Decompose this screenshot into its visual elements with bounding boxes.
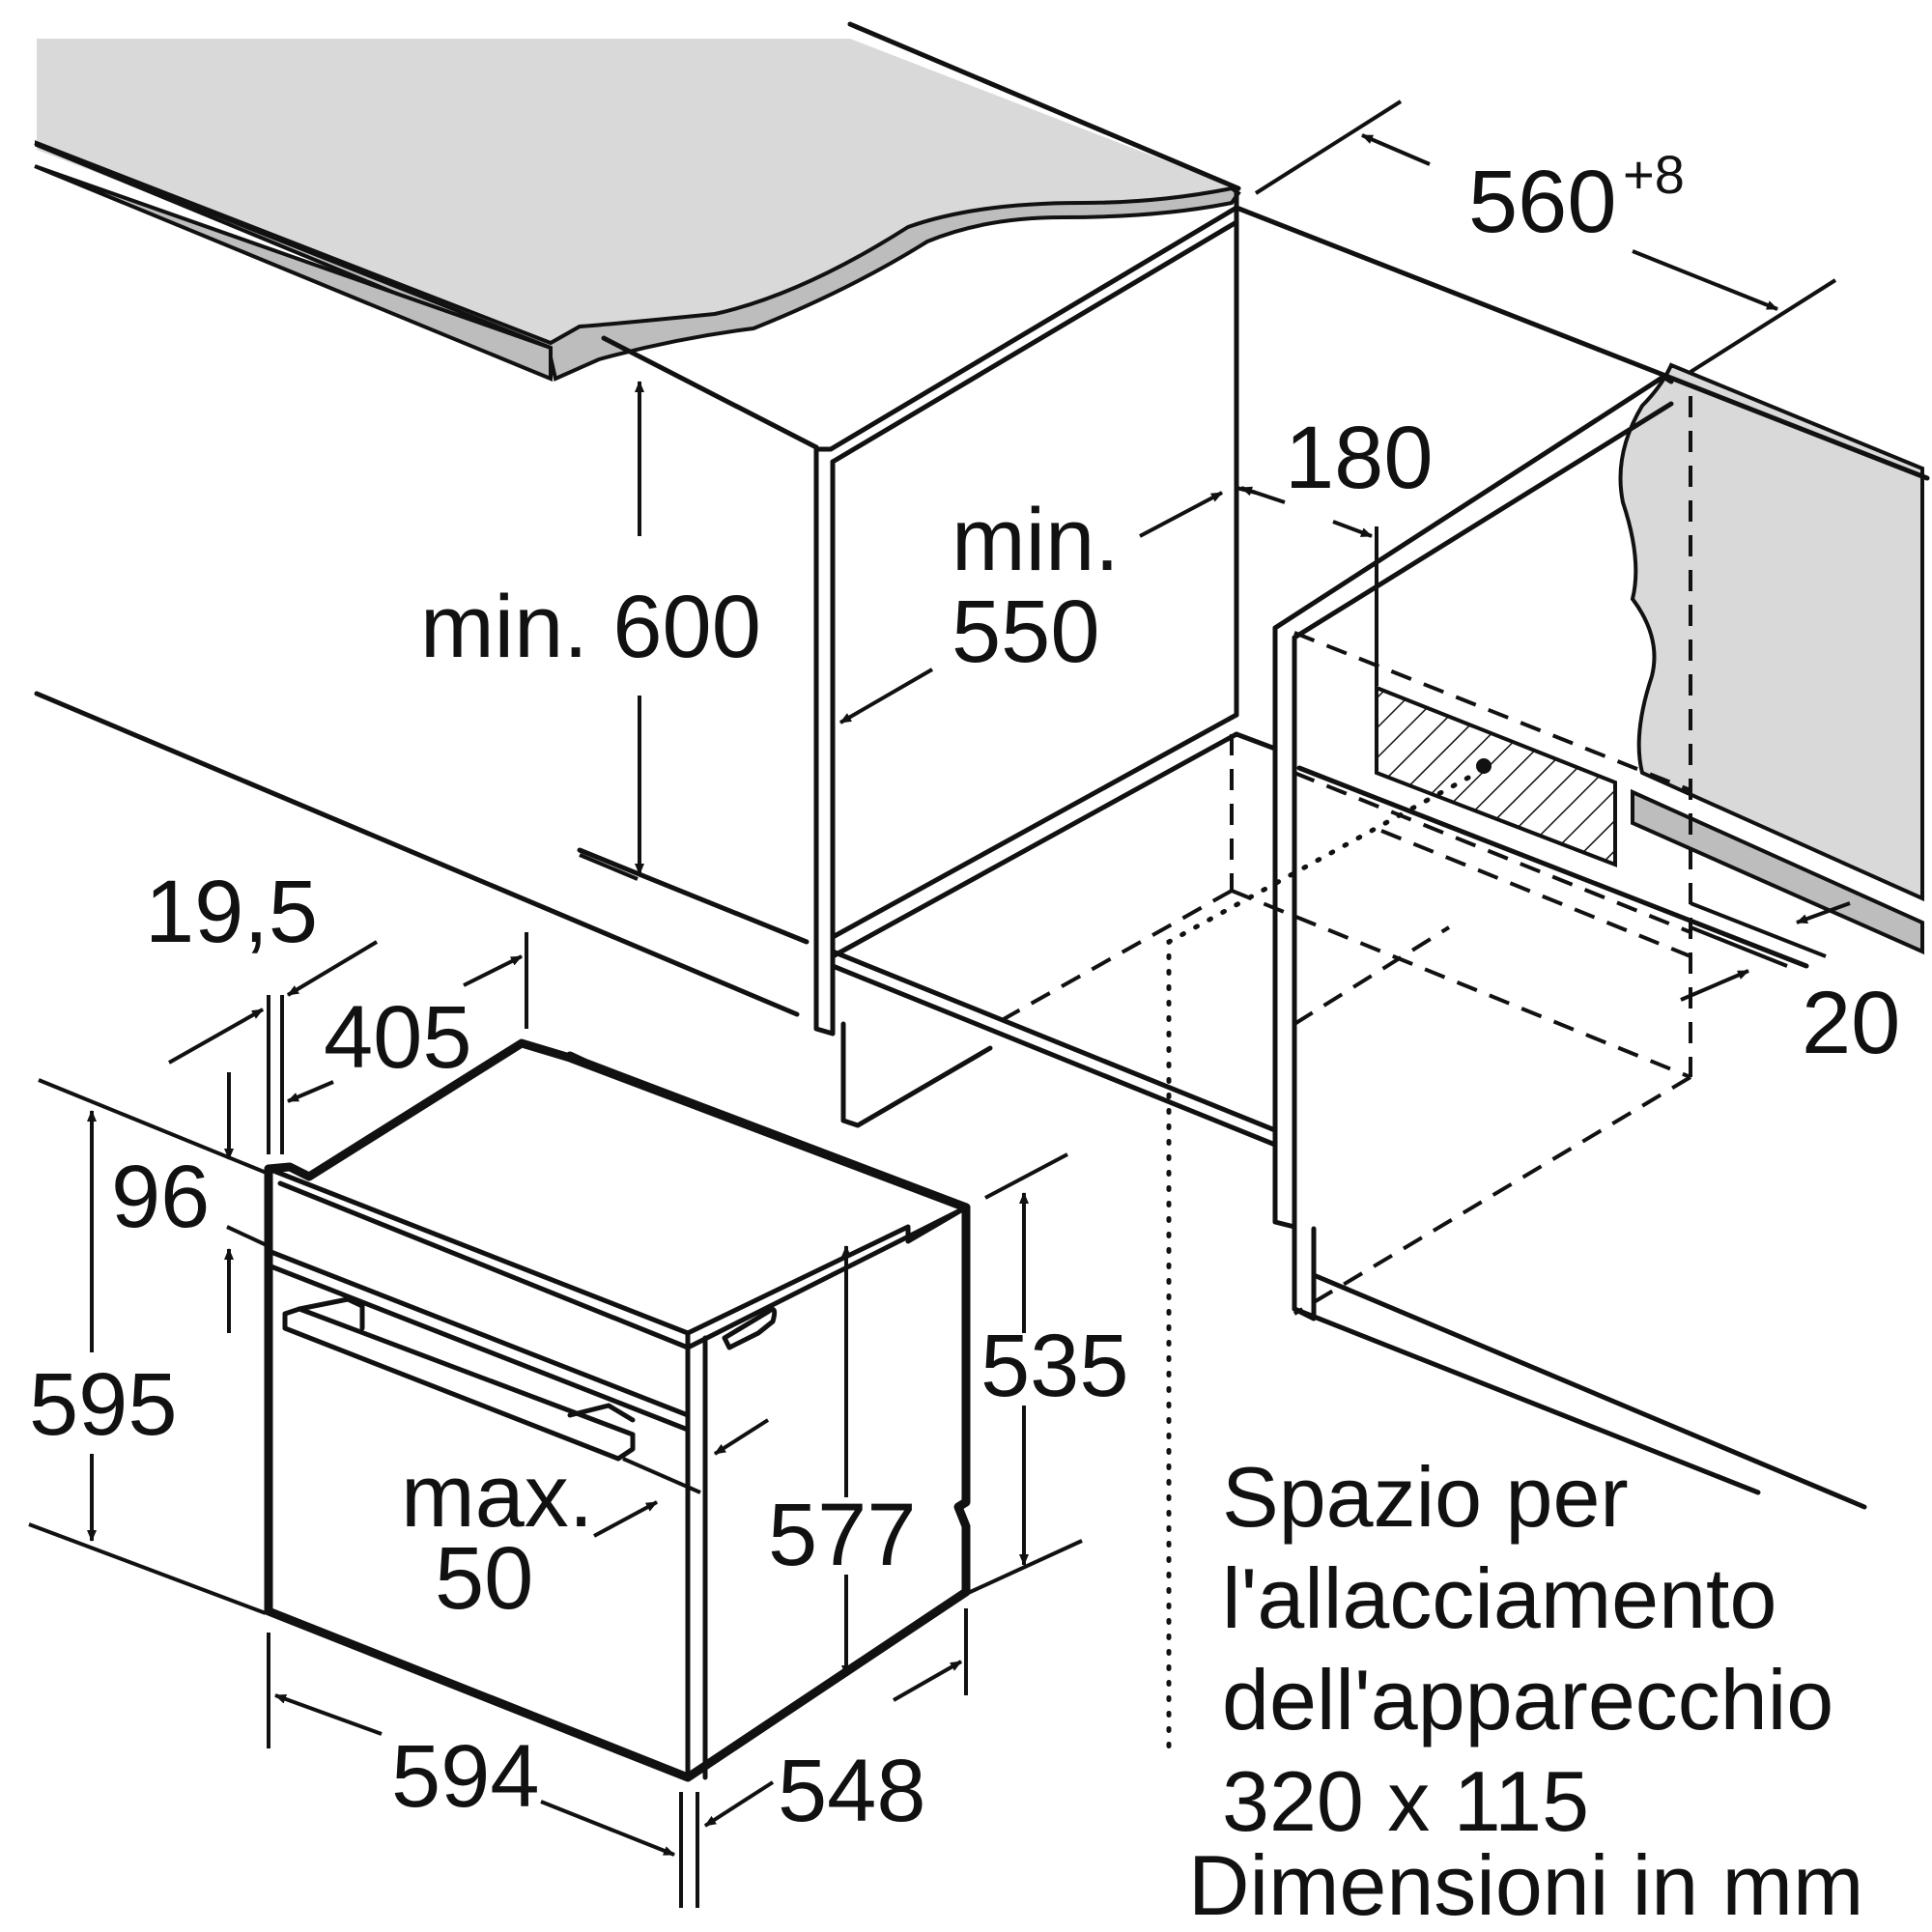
cabinet: [34, 185, 1930, 1510]
note-line-3: dell'apparecchio: [1222, 1652, 1833, 1747]
units-note: Dimensioni in mm: [1188, 1837, 1863, 1932]
label-total-height: 595: [29, 1355, 178, 1454]
label-front-frame: 19,5: [145, 863, 318, 961]
dimension-lines: [28, 99, 1851, 1908]
note-line-2: l'allacciamento: [1222, 1550, 1776, 1646]
label-niche-width: 560: [1468, 153, 1617, 251]
note-line-4: 320 x 115: [1222, 1753, 1589, 1849]
label-handle-2: 50: [435, 1529, 533, 1628]
worktop: [34, 21, 1241, 382]
label-body-height: 535: [980, 1317, 1129, 1415]
hidden-lines: [994, 396, 1692, 1316]
label-depth: 548: [778, 1742, 926, 1840]
label-min-depth-2: 550: [952, 582, 1100, 681]
label-width: 594: [391, 1727, 540, 1826]
label-top-depth: 405: [324, 988, 472, 1087]
connection-area: [1166, 685, 1617, 1761]
label-inner-height: 577: [768, 1486, 917, 1584]
note-line-1: Spazio per: [1222, 1449, 1629, 1545]
side-wall-right: [1618, 362, 1924, 955]
label-back-gap: 180: [1285, 409, 1434, 507]
label-panel-height: 96: [111, 1148, 210, 1246]
label-handle-1: max.: [401, 1447, 593, 1546]
label-min-depth-1: min.: [952, 491, 1120, 589]
dimension-labels: 560 +8 min. 600 min. 550 180 20 19,5 405…: [29, 144, 1900, 1840]
label-min-height: min. 600: [420, 578, 761, 676]
connection-note: Spazio per l'allacciamento dell'apparecc…: [1188, 1449, 1863, 1932]
label-rear-offset: 20: [1802, 974, 1900, 1072]
oven: [264, 1038, 971, 1782]
label-niche-width-tolerance: +8: [1623, 144, 1685, 205]
